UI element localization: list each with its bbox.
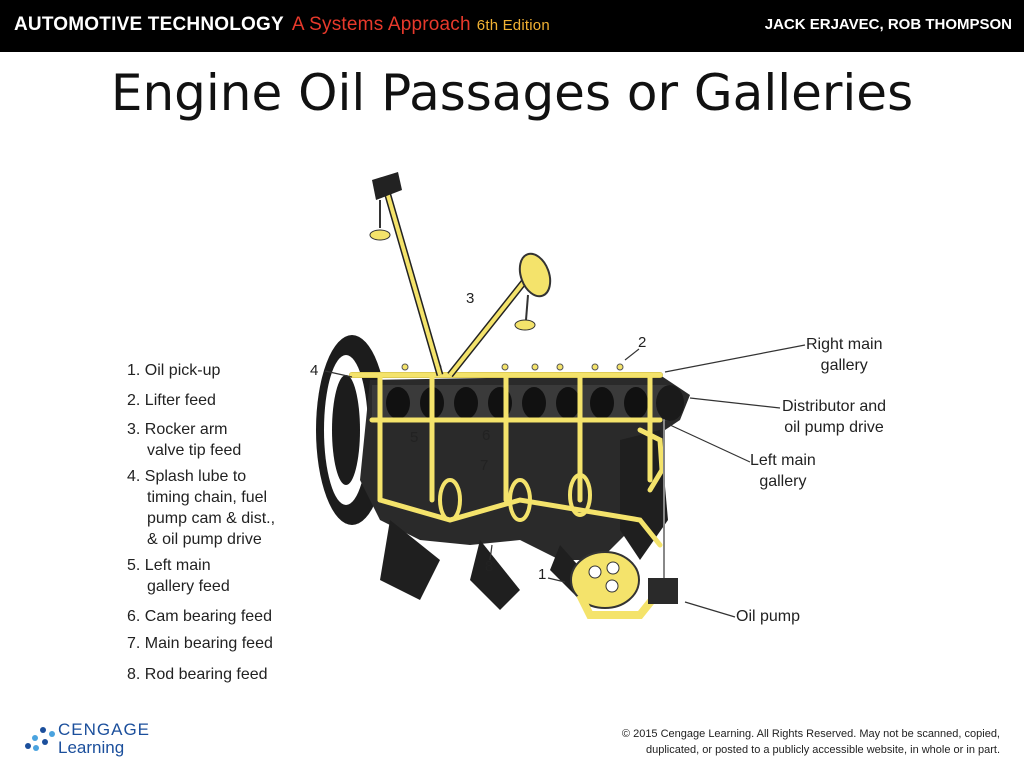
legend-line: 3. Rocker arm [127, 421, 228, 438]
legend-item-8: 8. Rod bearing feed [127, 664, 268, 685]
book-subtitle: A Systems Approach [291, 14, 471, 35]
legend-item-3: 3. Rocker arm valve tip feed [127, 419, 241, 461]
logo-text-learning: Learning [58, 738, 125, 757]
legend-line: valve tip feed [147, 442, 242, 459]
callout-line: gallery [759, 473, 807, 490]
camshaft [372, 385, 684, 421]
legend-line: 6. Cam bearing feed [127, 608, 272, 625]
legend-item-2: 2. Lifter feed [127, 390, 216, 411]
legend-line: timing chain, fuel [147, 489, 268, 506]
crank-journals [438, 473, 592, 522]
oil-pump [570, 551, 678, 619]
diagram-number-8: 8 [485, 558, 494, 575]
callout-distributor: Distributor and oil pump drive [782, 396, 886, 438]
copyright-line: duplicated, or posted to a publicly acce… [645, 744, 1000, 756]
legend-item-4: 4. Splash lube to timing chain, fuel pum… [127, 466, 275, 550]
oil-galleries [349, 372, 665, 581]
copyright-line: © 2015 Cengage Learning. All Rights Rese… [621, 728, 1000, 740]
slide-title: Engine Oil Passages or Galleries [110, 64, 914, 122]
rocker-arms [369, 172, 552, 378]
legend-item-7: 7. Main bearing feed [127, 633, 273, 654]
callout-line: gallery [820, 357, 868, 374]
legend-line: 7. Main bearing feed [127, 635, 273, 652]
legend-line: 1. Oil pick-up [127, 362, 221, 379]
cengage-logo-icon [25, 727, 55, 751]
authors: JACK ERJAVEC, ROB THOMPSON [764, 16, 1012, 33]
header-banner: AUTOMOTIVE TECHNOLOGY A Systems Approach 6… [0, 0, 1024, 52]
engine-lubrication-diagram [316, 172, 806, 619]
callout-line: Right main [806, 336, 883, 353]
diagram-number-6: 6 [482, 427, 491, 444]
callout-oil-pump: Oil pump [736, 608, 801, 625]
copyright-notice: © 2015 Cengage Learning. All Rights Rese… [622, 726, 1000, 758]
callout-left-main-gallery: Left main gallery [750, 450, 816, 492]
diagram-number-7: 7 [480, 457, 489, 474]
legend-line: & oil pump drive [147, 531, 262, 548]
diagram-number-2: 2 [638, 334, 647, 351]
callout-arrows [324, 344, 806, 618]
legend-line: 5. Left main [127, 557, 211, 574]
legend-line: 4. Splash lube to [127, 468, 247, 485]
legend-line: gallery feed [147, 578, 230, 595]
legend-line: pump cam & dist., [147, 510, 276, 527]
callout-line: Left main [750, 452, 816, 469]
legend-item-1: 1. Oil pick-up [127, 360, 220, 381]
legend-item-5: 5. Left main gallery feed [127, 555, 230, 597]
book-edition: 6th Edition [476, 17, 550, 34]
logo-text-cengage: CENGAGE [58, 720, 151, 739]
diagram-number-4: 4 [310, 362, 319, 379]
legend-line: 8. Rod bearing feed [127, 666, 268, 683]
legend-item-6: 6. Cam bearing feed [127, 606, 272, 627]
callout-right-main-gallery: Right main gallery [806, 334, 882, 376]
book-title-group: AUTOMOTIVE TECHNOLOGY A Systems Approach 6… [14, 14, 550, 36]
diagram-number-3: 3 [466, 290, 475, 307]
legend-line: 2. Lifter feed [127, 392, 216, 409]
callout-line: oil pump drive [784, 419, 884, 436]
book-title: AUTOMOTIVE TECHNOLOGY [14, 14, 284, 35]
diagram-number-1: 1 [538, 566, 547, 583]
callout-line: Distributor and [782, 398, 887, 415]
diagram-number-5: 5 [410, 429, 419, 446]
